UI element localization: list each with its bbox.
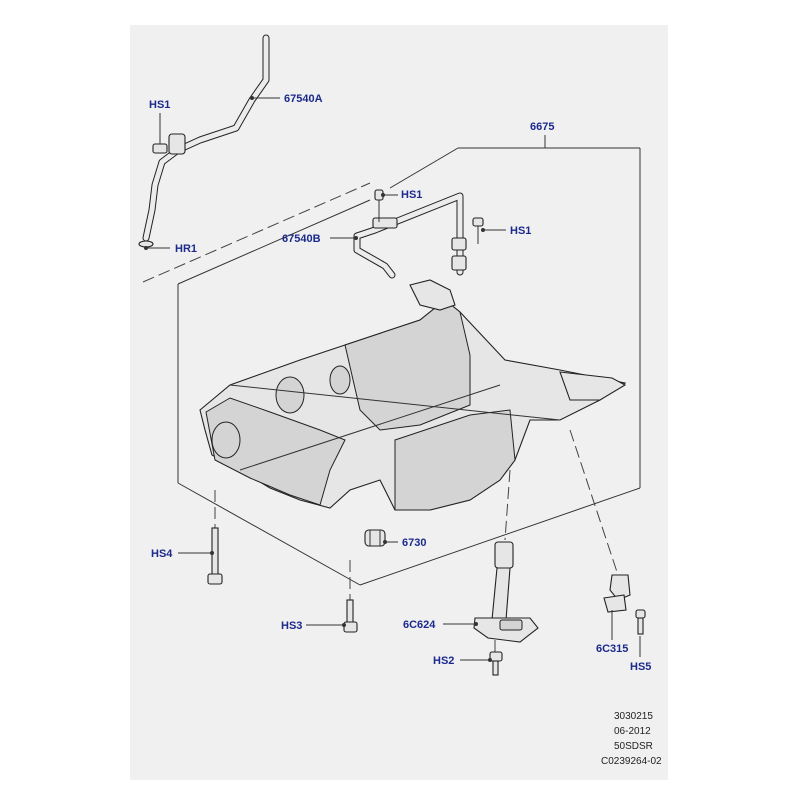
crankshaft-sensor	[569, 429, 631, 613]
leader-lines	[144, 96, 641, 662]
callout-hs4: HS4	[151, 548, 173, 560]
bolt-hs1-mid	[374, 189, 384, 222]
callout-6730: 6730	[402, 537, 426, 549]
callout-hr1: HR1	[175, 243, 197, 255]
callout-67540b: 67540B	[282, 233, 321, 245]
drain-plug	[364, 529, 386, 547]
bolt-hs5	[635, 609, 646, 635]
callout-67540a: 67540A	[284, 93, 323, 105]
callout-hs1-right: HS1	[510, 225, 531, 237]
reference-line-2: 06-2012	[614, 726, 651, 737]
callout-6c624: 6C624	[403, 619, 436, 631]
reference-line-3: 50SDSR	[614, 741, 653, 752]
reference-line-4: C0239264-02	[601, 756, 662, 767]
callout-6675: 6675	[530, 121, 554, 133]
dipstick-tube-b	[353, 192, 467, 279]
bolt-hs3	[343, 560, 358, 633]
callout-hs1-mid: HS1	[401, 189, 422, 201]
callout-6c315: 6C315	[596, 643, 628, 655]
callout-hs1-top: HS1	[149, 99, 170, 111]
bolt-hs2	[489, 640, 503, 676]
dipstick-tube-a	[138, 34, 270, 248]
oil-level-sensor	[473, 469, 539, 643]
bolt-hs1-top	[152, 132, 168, 154]
bolt-hs1-right	[472, 217, 484, 244]
callout-hs3: HS3	[281, 620, 302, 632]
callout-hs5: HS5	[630, 661, 651, 673]
oil-sump-body	[199, 279, 627, 511]
assembly-boundary	[142, 135, 641, 586]
callout-hs2: HS2	[433, 655, 454, 667]
reference-line-1: 3030215	[614, 711, 653, 722]
reference-block: 3030215 06-2012 50SDSR C0239264-02	[601, 711, 662, 767]
